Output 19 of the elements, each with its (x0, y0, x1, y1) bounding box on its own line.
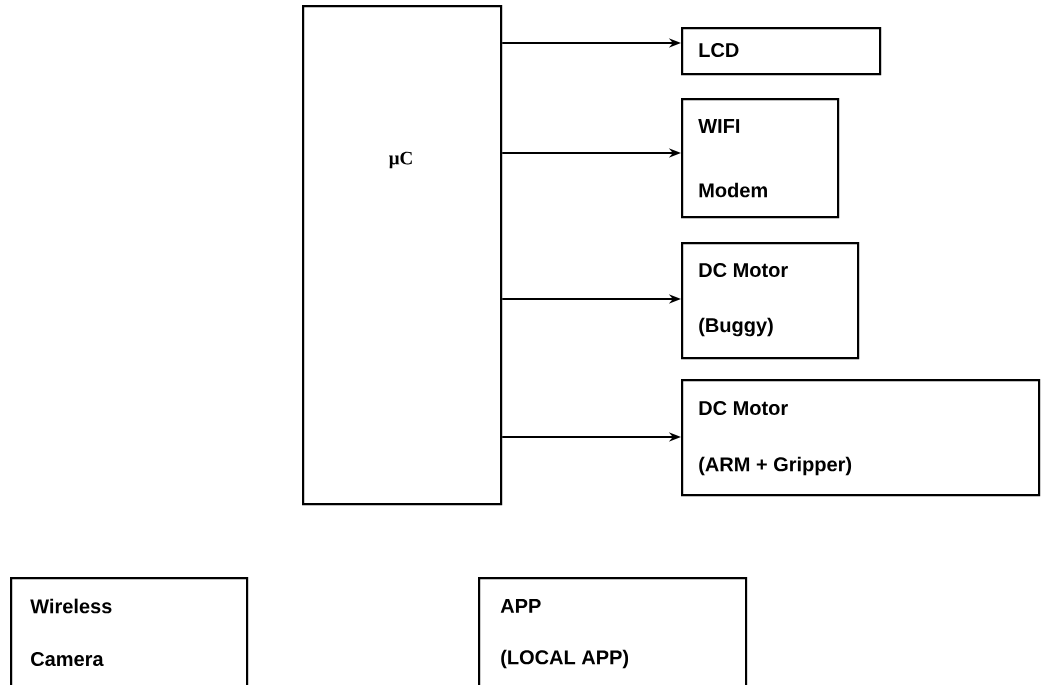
block-box (681, 27, 882, 76)
box-label: (ARM + Gripper) (699, 456, 852, 476)
box-label: WIFI (698, 119, 740, 133)
box-label: Wireless (30, 598, 112, 614)
box-label: APP (500, 599, 541, 613)
box-label: Camera (31, 651, 104, 667)
block-box (302, 5, 503, 506)
box-label: Modem (699, 182, 767, 198)
box-label: (LOCAL APP) (501, 649, 629, 669)
block-box (10, 577, 249, 685)
box-label: DC Motor (699, 400, 788, 416)
block-box (478, 577, 748, 685)
box-label: μC (389, 151, 412, 169)
box-label: (Buggy) (699, 317, 773, 337)
box-label: DC Motor (699, 262, 788, 278)
box-label: LCD (699, 42, 739, 58)
block-box (681, 242, 860, 360)
block-box (681, 379, 1041, 497)
block-box (681, 98, 840, 219)
